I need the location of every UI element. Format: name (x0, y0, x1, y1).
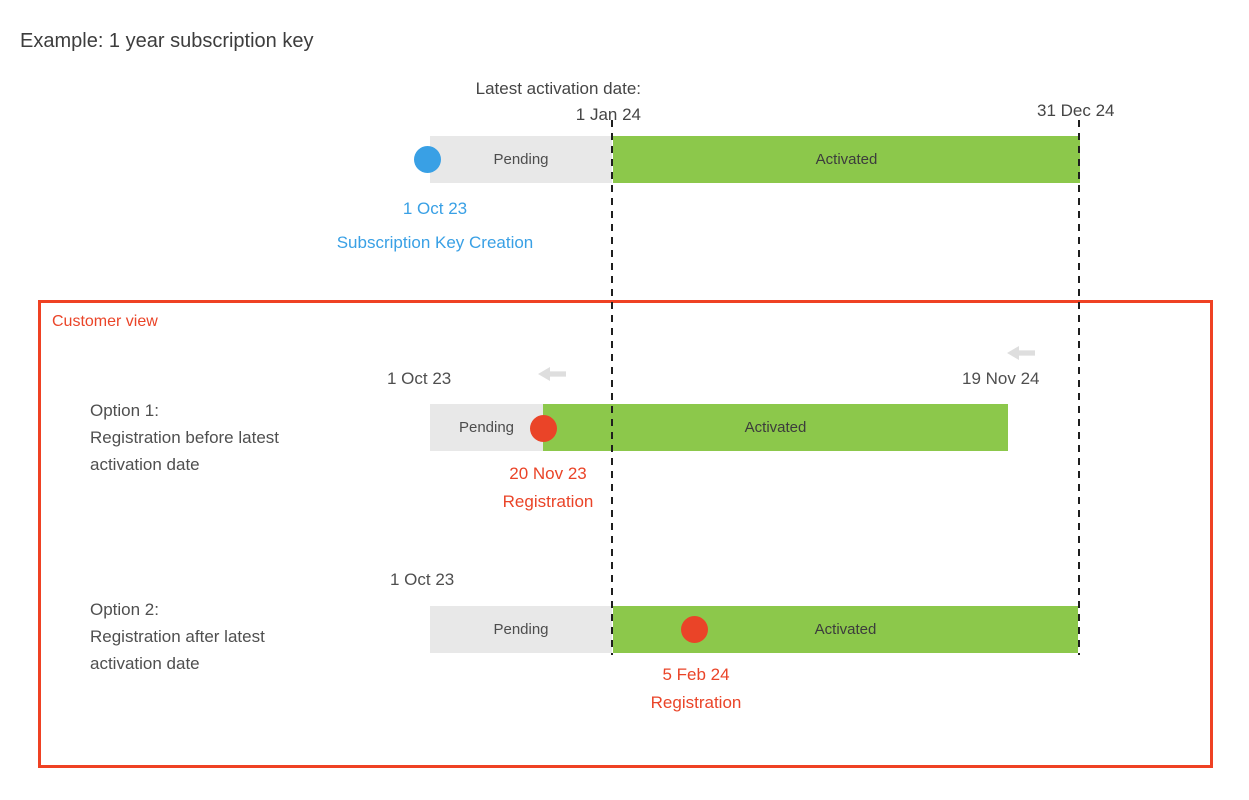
option2-title: Option 2: (90, 600, 159, 619)
option1-description: Registration before latest activation da… (90, 428, 279, 474)
option1-registration-date: 20 Nov 23 (509, 464, 587, 483)
key-activated-bar: Activated (613, 136, 1080, 183)
customer-view-label: Customer view (52, 313, 158, 330)
latest-activation-dashed-line (611, 120, 613, 655)
option1-registration-caption: 20 Nov 23 Registration (448, 460, 648, 516)
option2-registration-caption: 5 Feb 24 Registration (596, 661, 796, 717)
page-title: Example: 1 year subscription key (20, 30, 314, 52)
option2-pending-bar: Pending (430, 606, 612, 653)
option2-registration-label: Registration (650, 693, 742, 712)
creation-label: Subscription Key Creation (336, 233, 534, 252)
option1-text: Option 1: Registration before latest act… (90, 397, 335, 478)
option1-pending-bar: Pending (430, 404, 543, 451)
expiry-dashed-line (1078, 120, 1080, 655)
shift-left-arrow-icon (538, 366, 568, 382)
key-pending-label: Pending (493, 151, 549, 168)
option1-activated-bar: Activated (543, 404, 1008, 451)
key-pending-bar: Pending (430, 136, 612, 183)
option2-registration-marker-dot (681, 616, 708, 643)
option1-title: Option 1: (90, 401, 159, 420)
option1-activated-label: Activated (744, 419, 807, 436)
key-activated-label: Activated (815, 151, 878, 168)
option2-text: Option 2: Registration after latest acti… (90, 596, 335, 677)
option1-pending-label: Pending (458, 419, 515, 436)
shift-left-arrow-icon (1007, 345, 1037, 361)
customer-view-box (38, 300, 1213, 768)
creation-caption: 1 Oct 23 Subscription Key Creation (325, 192, 545, 260)
creation-marker-dot (414, 146, 441, 173)
expiry-date-label: 31 Dec 24 (1037, 101, 1115, 120)
latest-activation-date: 1 Jan 24 (575, 105, 641, 124)
option1-end-date: 19 Nov 24 (962, 369, 1040, 388)
option1-registration-marker-dot (530, 415, 557, 442)
option1-start-date: 1 Oct 23 (387, 369, 452, 388)
option2-pending-label: Pending (493, 621, 549, 638)
creation-date: 1 Oct 23 (402, 199, 468, 218)
option2-activated-label: Activated (814, 621, 877, 638)
option1-registration-label: Registration (502, 492, 594, 511)
option2-registration-date: 5 Feb 24 (662, 665, 730, 684)
option2-description: Registration after latest activation dat… (90, 627, 265, 673)
option2-start-date: 1 Oct 23 (390, 570, 455, 589)
latest-activation-header: Latest activation date: 1 Jan 24 (401, 76, 641, 128)
latest-activation-label: Latest activation date: (475, 79, 641, 98)
